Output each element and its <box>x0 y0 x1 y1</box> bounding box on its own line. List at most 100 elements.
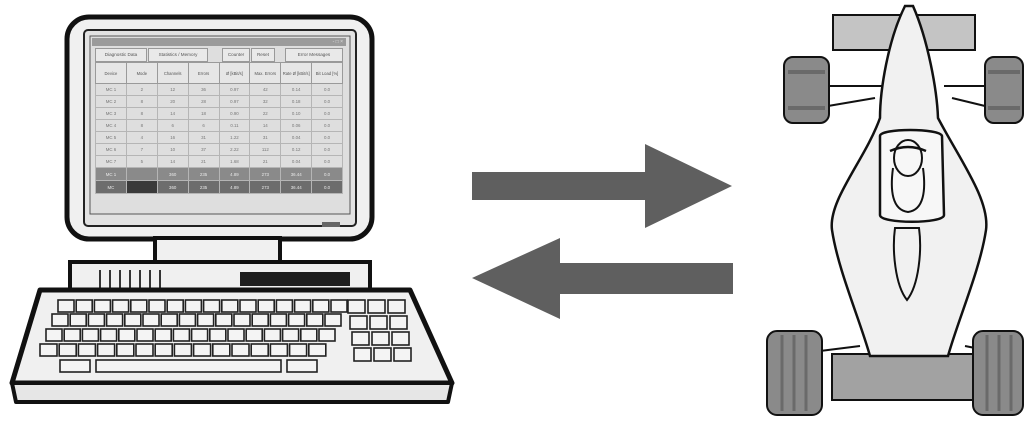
table-cell: 20 <box>156 95 189 108</box>
table-cell: 18 <box>187 107 220 120</box>
key <box>387 299 406 314</box>
table-cell: 0.0 <box>311 131 343 144</box>
table-cell: MC <box>95 180 127 194</box>
table-cell: MC 3 <box>95 107 127 120</box>
key <box>324 313 342 327</box>
keyboard-keys <box>39 299 412 373</box>
table-cell: 16 <box>156 131 189 144</box>
table-cell: 273 <box>249 180 282 194</box>
table-cell: 6 <box>187 119 220 132</box>
key <box>293 299 312 313</box>
key <box>63 328 81 342</box>
table-cell: MC 2 <box>95 95 127 108</box>
rear-right-tire <box>972 330 1024 416</box>
key <box>353 347 372 362</box>
table-cell <box>125 167 158 181</box>
key <box>307 343 327 357</box>
key <box>245 328 263 342</box>
key <box>371 331 390 346</box>
key <box>250 343 269 357</box>
screen-status-button <box>322 222 340 227</box>
key <box>111 299 130 313</box>
key <box>233 313 251 327</box>
arrow-left-icon <box>472 238 733 319</box>
table-cell: 2.22 <box>218 143 251 156</box>
table-cell: 0.0 <box>311 180 343 194</box>
front-suspension <box>827 85 986 107</box>
rear-wing <box>831 353 979 401</box>
table-cell: 1.22 <box>218 131 251 144</box>
reset-button[interactable]: Reset <box>251 48 275 62</box>
key <box>221 299 239 313</box>
table-cell: 0.97 <box>218 95 251 108</box>
key <box>305 313 324 327</box>
key <box>136 328 154 342</box>
key <box>96 343 116 357</box>
table-cell: 2 <box>125 83 158 96</box>
table-cell: 31 <box>187 131 220 144</box>
driver-helmet <box>893 139 923 177</box>
table-cell: MC 7 <box>95 155 127 168</box>
key <box>59 359 91 373</box>
table-cell: 0.0 <box>311 95 343 108</box>
key <box>351 331 370 346</box>
race-car-icon <box>766 4 1024 416</box>
table-cell: 22 <box>249 107 282 120</box>
table-cell: MC 6 <box>95 143 127 156</box>
tab-statistics-memory[interactable]: Statistics / Memory <box>148 48 208 62</box>
table-cell: 0.90 <box>218 107 251 120</box>
table-cell: 7 <box>125 143 158 156</box>
table-cell: MC 4 <box>95 119 127 132</box>
key <box>39 343 58 357</box>
tab-diagnostic-data[interactable]: Diagnostic Data <box>95 48 147 62</box>
counter-button[interactable]: Counter <box>222 48 250 62</box>
table-cell: 32 <box>249 95 282 108</box>
key <box>58 343 78 357</box>
key <box>318 328 336 342</box>
table-cell: 4.89 <box>218 167 251 181</box>
front-left-tire <box>783 56 830 124</box>
col-header: Ø [kBit/s] <box>218 62 251 84</box>
table-cell: MC 1 <box>95 167 127 181</box>
table-header-row: Device Mode Channels Errors Ø [kBit/s] M… <box>95 62 343 84</box>
table-cell: 0.0 <box>311 107 343 120</box>
key <box>251 313 269 327</box>
keyboard-front-edge <box>10 381 454 404</box>
drive-slot <box>240 272 350 286</box>
table-cell: 1.68 <box>218 155 251 168</box>
screen-title-bar: - □ × <box>92 38 346 46</box>
table-cell: 8 <box>125 119 158 132</box>
key <box>160 313 178 327</box>
key <box>118 328 136 342</box>
engine-intake <box>892 227 922 302</box>
key <box>124 313 142 327</box>
window-controls-icon[interactable]: - □ × <box>332 39 343 45</box>
key <box>116 343 135 357</box>
table-cell: 235 <box>187 180 220 194</box>
key <box>257 299 276 313</box>
col-header: Max. Errors <box>249 62 282 84</box>
key <box>130 299 148 313</box>
table-cell: 0.12 <box>280 143 313 156</box>
table-cell: 14 <box>156 107 189 120</box>
table-cell: 4 <box>125 131 158 144</box>
table-cell: 8 <box>125 107 158 120</box>
monitor-neck <box>153 236 282 264</box>
key <box>75 299 93 313</box>
table-cell: 360 <box>156 180 189 194</box>
key <box>87 313 106 327</box>
table-cell: 37 <box>187 143 220 156</box>
tab-error-messages[interactable]: Error Messages <box>285 48 343 62</box>
key <box>142 313 160 327</box>
table-cell: 0.0 <box>311 143 343 156</box>
table-cell: 0.10 <box>280 107 313 120</box>
